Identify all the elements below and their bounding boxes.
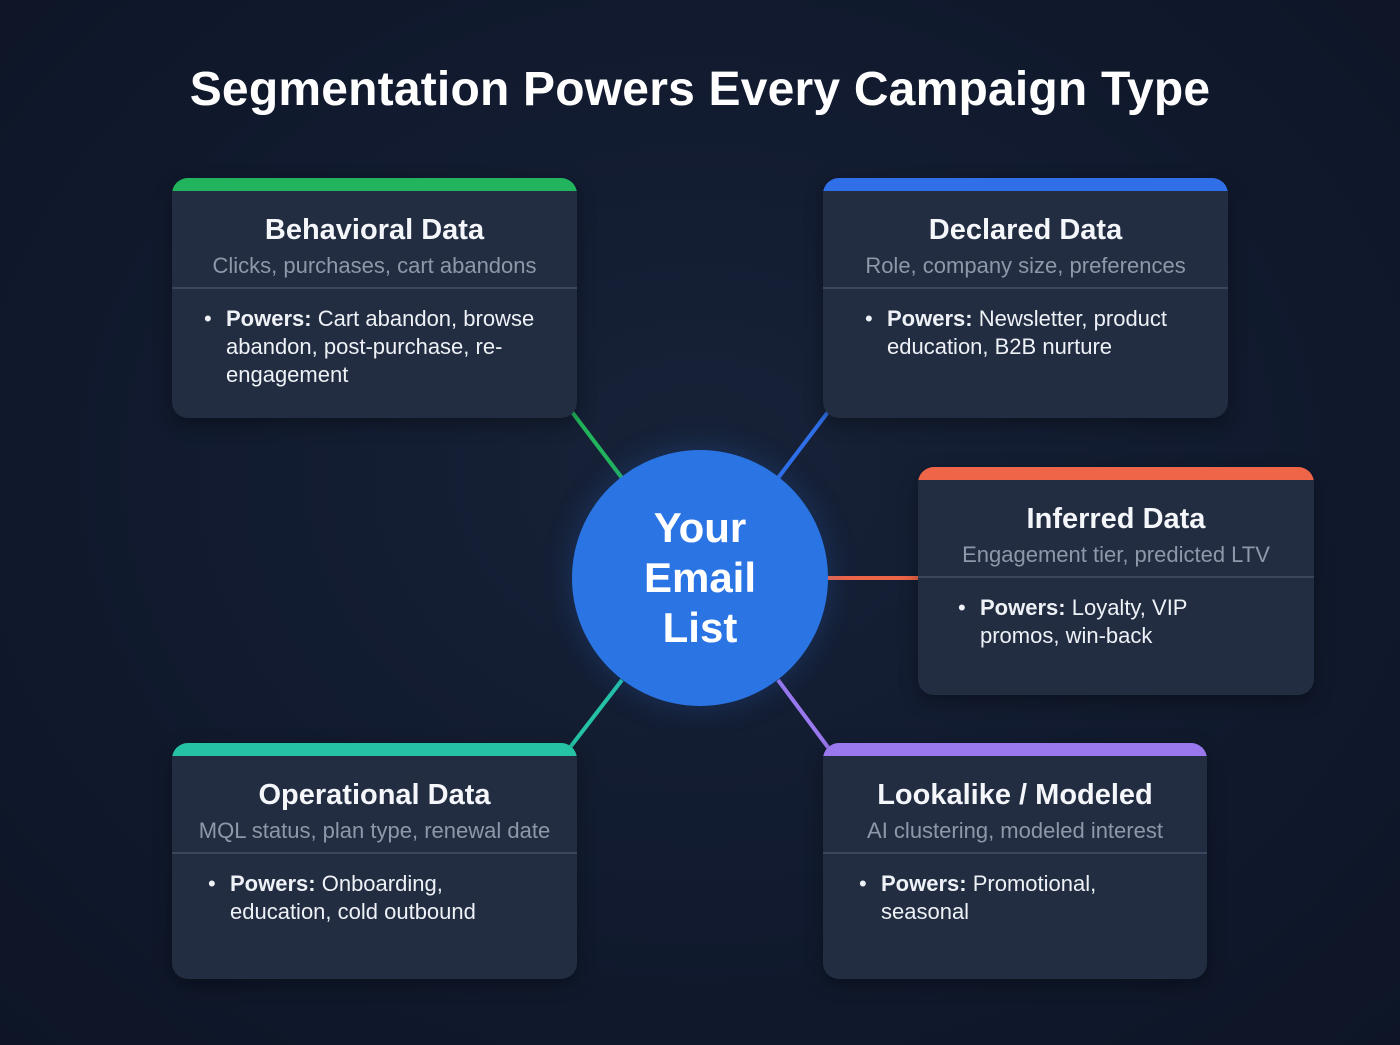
hub-line-2: Email xyxy=(643,554,757,601)
connector-behavioral xyxy=(570,410,624,480)
card-subtitle: Role, company size, preferences xyxy=(865,253,1186,278)
powers-text: Newsletter, product education, B2B nurtu… xyxy=(887,306,1168,359)
card-accent-bar xyxy=(172,178,577,191)
connector-operational xyxy=(566,678,624,752)
card-title: Declared Data xyxy=(928,214,1123,246)
page-title: Segmentation Powers Every Campaign Type xyxy=(189,63,1211,116)
bullet-dot-icon: • xyxy=(208,871,216,896)
card-behavioral-data: Behavioral Data Clicks, purchases, cart … xyxy=(172,178,577,418)
bullet-dot-icon: • xyxy=(859,871,867,896)
bullet-dot-icon: • xyxy=(204,306,212,331)
card-title: Behavioral Data xyxy=(264,214,485,246)
powers-bullet: • Powers: Promotional, seasonal xyxy=(859,870,1127,926)
powers-bullet: • Powers: Cart abandon, browse abandon, … xyxy=(204,305,549,389)
card-subtitle: Engagement tier, predicted LTV xyxy=(962,542,1270,567)
powers-text: Onboarding, education, cold outbound xyxy=(230,871,476,924)
powers-label: Powers: xyxy=(226,306,312,331)
hub-line-3: List xyxy=(662,604,738,651)
bullet-dot-icon: • xyxy=(865,306,873,331)
card-operational-data: Operational Data MQL status, plan type, … xyxy=(172,743,577,979)
card-subtitle: Clicks, purchases, cart abandons xyxy=(212,253,537,278)
card-accent-bar xyxy=(918,467,1314,480)
powers-label: Powers: xyxy=(887,306,973,331)
card-inferred-data: Inferred Data Engagement tier, predicted… xyxy=(918,467,1314,695)
powers-text: Promotional, seasonal xyxy=(881,871,1097,924)
card-accent-bar xyxy=(172,743,577,756)
card-accent-bar xyxy=(823,743,1207,756)
card-declared-data: Declared Data Role, company size, prefer… xyxy=(823,178,1228,418)
powers-label: Powers: xyxy=(881,871,967,896)
powers-text: Loyalty, VIP promos, win-back xyxy=(980,595,1188,648)
connector-declared xyxy=(776,410,830,480)
powers-text: Cart abandon, browse abandon, post-purch… xyxy=(226,306,535,387)
card-lookalike-modeled: Lookalike / Modeled AI clustering, model… xyxy=(823,743,1207,979)
powers-label: Powers: xyxy=(980,595,1066,620)
powers-label: Powers: xyxy=(230,871,316,896)
powers-bullet: • Powers: Newsletter, product education,… xyxy=(865,305,1200,361)
hub-your-email-list: Your Email List xyxy=(572,450,828,706)
connector-lookalike xyxy=(776,678,832,752)
card-accent-bar xyxy=(823,178,1228,191)
powers-bullet: • Powers: Loyalty, VIP promos, win-back xyxy=(958,594,1224,650)
card-title: Operational Data xyxy=(258,779,491,811)
bullet-dot-icon: • xyxy=(958,595,966,620)
card-title: Lookalike / Modeled xyxy=(877,779,1153,811)
card-title: Inferred Data xyxy=(1026,503,1206,535)
card-subtitle: MQL status, plan type, renewal date xyxy=(198,818,551,843)
hub-line-1: Your xyxy=(653,504,747,551)
card-subtitle: AI clustering, modeled interest xyxy=(867,818,1163,843)
powers-bullet: • Powers: Onboarding, education, cold ou… xyxy=(208,870,517,926)
